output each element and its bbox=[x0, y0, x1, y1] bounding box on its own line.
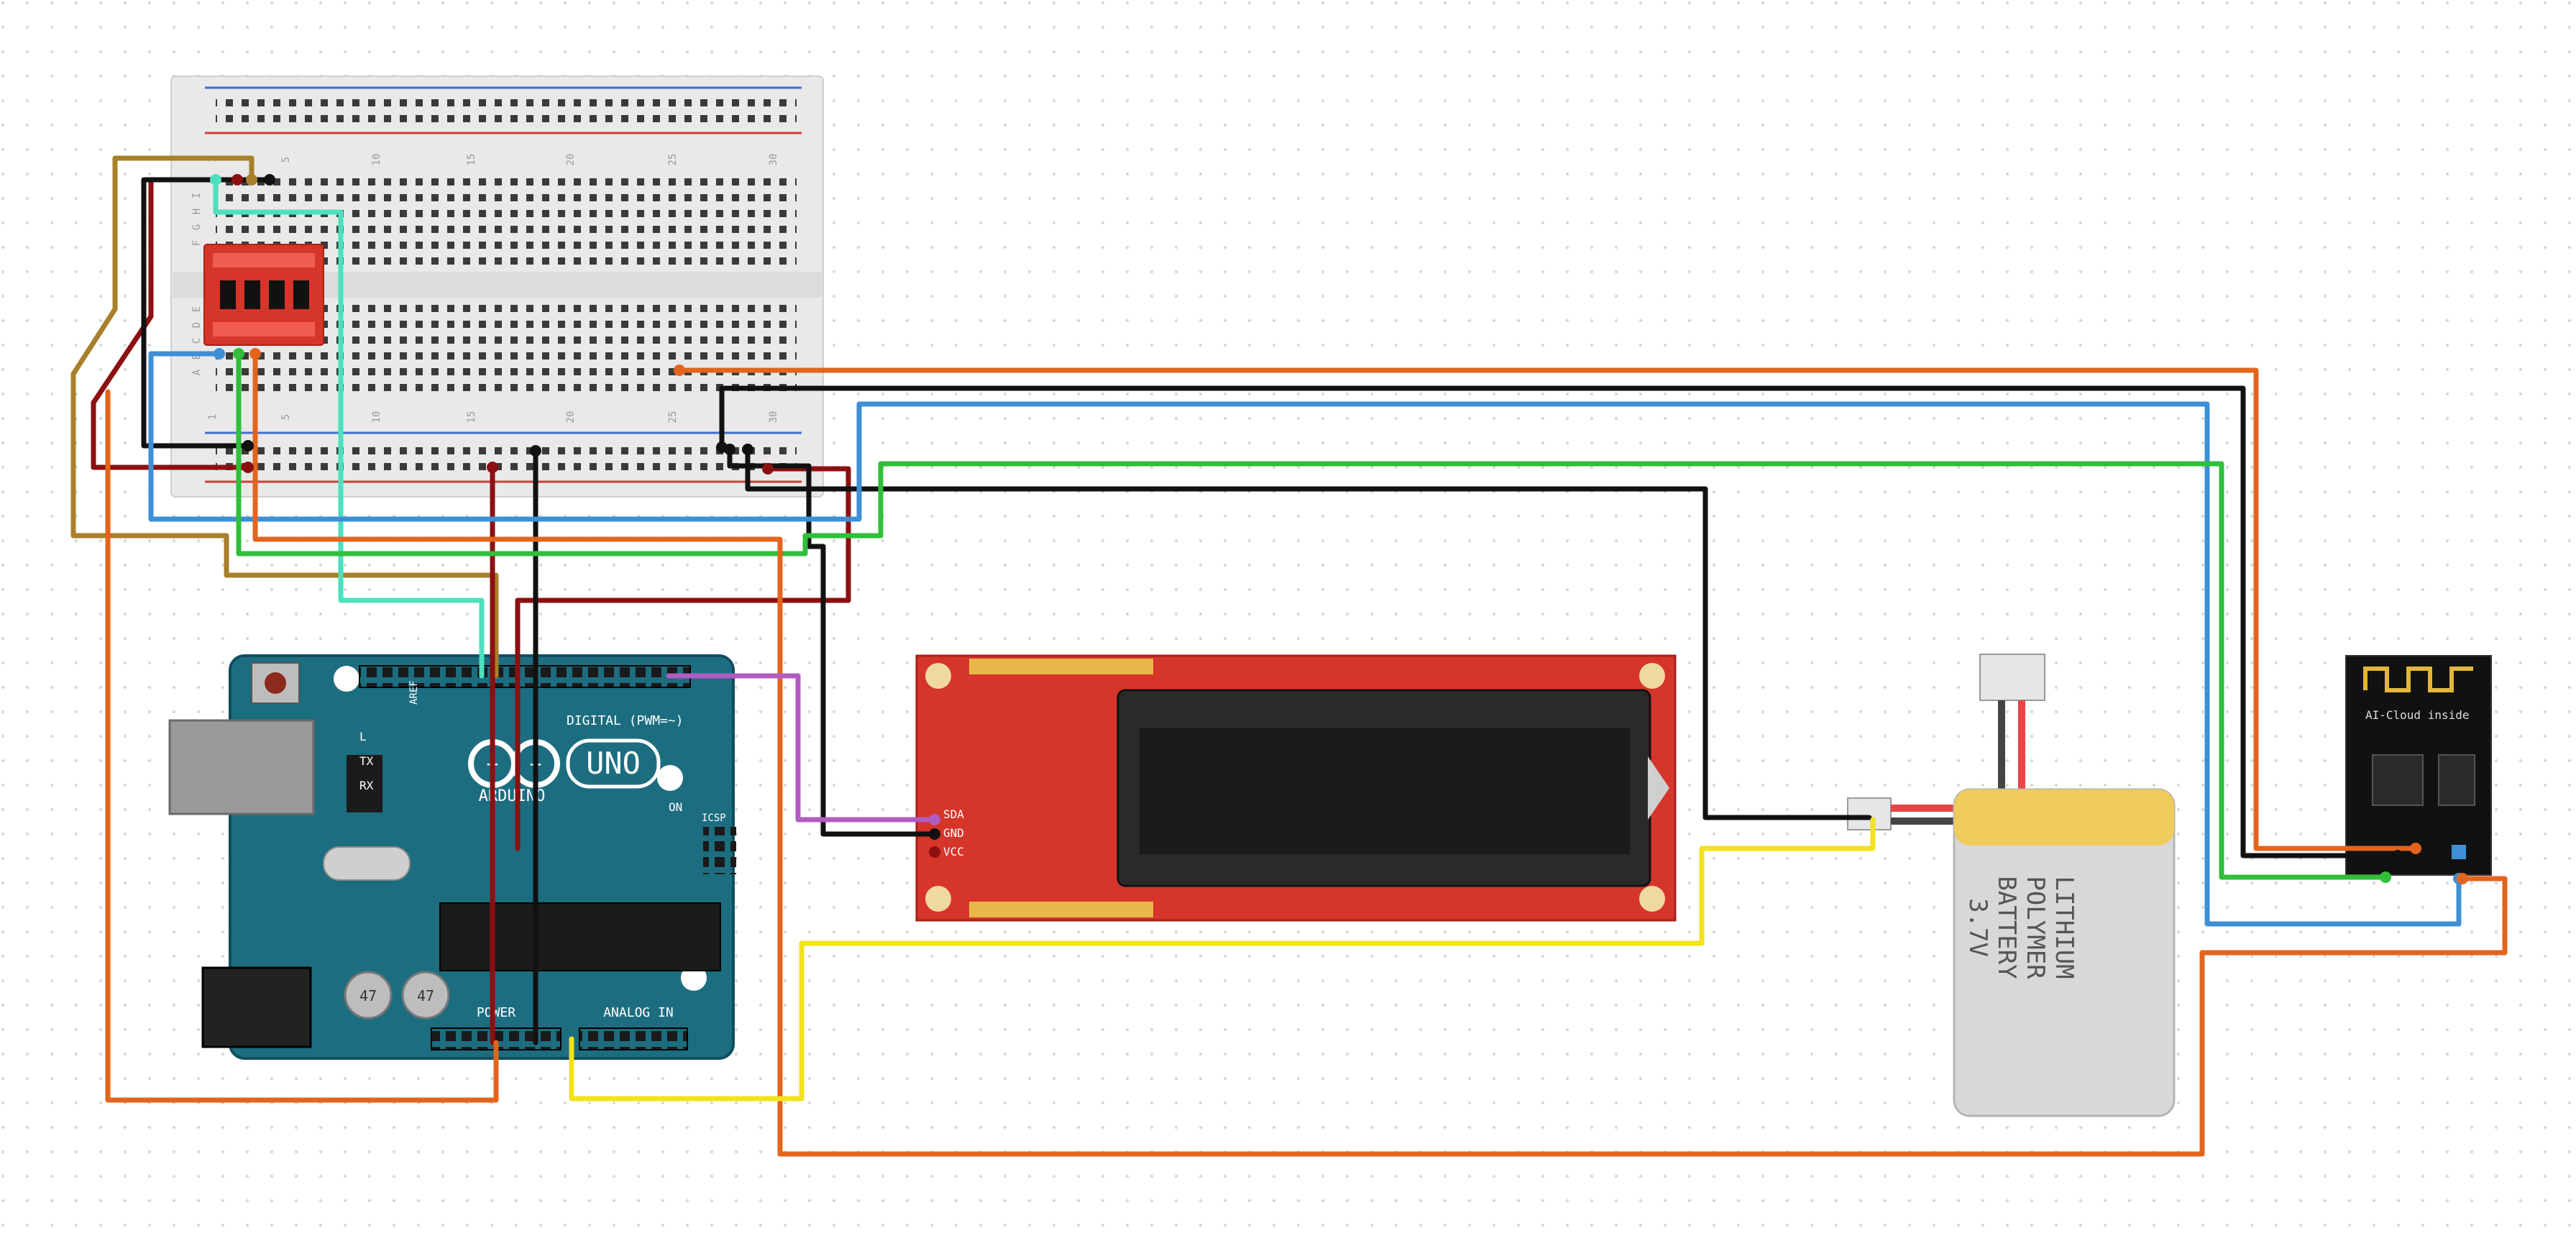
power-label: POWER bbox=[477, 1005, 515, 1020]
capacitor-1 bbox=[344, 971, 393, 1020]
lcd-pin-label-gnd: GND bbox=[943, 826, 964, 840]
wire-dark-red-3 bbox=[515, 466, 851, 851]
aref-label: AREF bbox=[408, 680, 420, 705]
lcd-screen bbox=[1140, 728, 1630, 854]
breadboard-column-number: 30 bbox=[768, 154, 779, 166]
lcd-pin-label-sda: SDA bbox=[943, 807, 964, 821]
on-label: ON bbox=[669, 800, 682, 814]
wire-purple bbox=[666, 673, 938, 823]
analog-label: ANALOG IN bbox=[603, 1005, 674, 1020]
breadboard-column-number: 10 bbox=[371, 411, 382, 423]
wire-black-5 bbox=[745, 447, 1872, 820]
esp-antenna bbox=[2363, 667, 2473, 692]
esp-chip bbox=[2372, 754, 2424, 806]
breadboard-column-number: 30 bbox=[768, 411, 779, 423]
svg-text:LITHIUM: LITHIUM bbox=[2050, 876, 2078, 979]
mount-hole-2 bbox=[657, 765, 683, 791]
wire-blue bbox=[148, 351, 2462, 927]
breadboard-column-number: 15 bbox=[466, 154, 477, 166]
wires bbox=[70, 155, 2508, 1157]
small-chip bbox=[347, 755, 382, 812]
breadboard-column-number: 10 bbox=[371, 154, 382, 166]
lipo-battery: LITHIUM POLYMER BATTERY 3.7V bbox=[1847, 654, 2176, 1117]
l-label: L bbox=[359, 730, 367, 743]
capacitor-1-label: 47 bbox=[359, 987, 377, 1004]
wire-yellow bbox=[569, 817, 1876, 1102]
wire-black-1 bbox=[141, 177, 272, 449]
breadboard-column-number: 25 bbox=[667, 154, 679, 166]
svg-text:3.7V: 3.7V bbox=[1963, 898, 1992, 957]
level-shifter-module bbox=[203, 244, 324, 346]
wire-orange-2 bbox=[105, 389, 499, 1103]
tx-label: TX bbox=[359, 754, 374, 768]
esp-flash bbox=[2438, 754, 2475, 806]
usb-connector bbox=[168, 719, 315, 815]
rail-holes-top-1 bbox=[216, 96, 797, 128]
svg-text:BATTERY: BATTERY bbox=[1992, 876, 2021, 979]
wire-black-4 bbox=[727, 447, 938, 837]
breadboard-column-number: 15 bbox=[466, 411, 477, 423]
wire-orange-1 bbox=[252, 351, 2508, 1157]
esp-01-module: AI-Cloud inside bbox=[2345, 655, 2492, 876]
breadboard-column-number: 5 bbox=[280, 414, 292, 420]
wire-endpoints bbox=[210, 174, 2468, 884]
icsp-label: ICSP bbox=[702, 812, 726, 824]
breadboard-row-letter: A bbox=[191, 369, 203, 375]
capacitor-2-label: 47 bbox=[417, 987, 434, 1004]
digital-label: DIGITAL (PWM=~) bbox=[567, 713, 684, 728]
breadboard-column-number: 20 bbox=[565, 411, 577, 423]
uno-label: UNO bbox=[586, 746, 641, 781]
crystal bbox=[323, 846, 411, 881]
esp-label: AI-Cloud inside bbox=[2365, 708, 2470, 722]
power-jack bbox=[201, 966, 312, 1048]
wire-green bbox=[236, 351, 2388, 880]
lcd-module: SDA GND VCC bbox=[915, 654, 1677, 922]
battery-label: LITHIUM POLYMER BATTERY 3.7V bbox=[1963, 876, 2078, 979]
wire-aqua bbox=[213, 177, 485, 679]
capacitor-2 bbox=[401, 971, 450, 1020]
breadboard-column-number: 25 bbox=[667, 411, 679, 423]
lcd-top-pins bbox=[969, 659, 1153, 674]
breadboard-column-number: 5 bbox=[280, 157, 292, 162]
uno-badge bbox=[566, 738, 661, 789]
lcd-bottom-pins bbox=[969, 902, 1153, 917]
breadboard-row-letter: F bbox=[191, 240, 203, 246]
breadboard-row-letter: E bbox=[191, 306, 203, 312]
rx-label: RX bbox=[359, 779, 374, 792]
breadboard-row-letter: D bbox=[191, 322, 203, 328]
wire-brown bbox=[70, 155, 499, 679]
wire-orange-3 bbox=[677, 367, 2419, 851]
breadboard-row-letter: B bbox=[191, 354, 203, 360]
breadboard-column-number: 1 bbox=[207, 414, 219, 420]
svg-text:POLYMER: POLYMER bbox=[2021, 876, 2050, 979]
battery-top bbox=[1954, 789, 2174, 846]
rail-holes-bottom bbox=[216, 440, 797, 472]
mount-hole-1 bbox=[334, 666, 359, 692]
breadboard-column-number: 20 bbox=[565, 154, 577, 166]
digital-header bbox=[359, 665, 691, 688]
breadboard-row-letter: I bbox=[191, 193, 203, 198]
breadboard-row-letter: H bbox=[191, 209, 203, 214]
lcd-pin-label-vcc: VCC bbox=[943, 845, 964, 858]
breadboard-row-letter: C bbox=[191, 338, 203, 344]
battery-connector bbox=[1979, 654, 2045, 701]
icsp-header bbox=[703, 827, 736, 874]
atmega-chip bbox=[439, 902, 721, 971]
analog-header bbox=[579, 1027, 688, 1050]
arduino-uno: 47 47 − + ARDUINO UNO DIGITAL (PWM=~) AN… bbox=[168, 654, 736, 1060]
wire-black-3 bbox=[719, 385, 2401, 858]
breadboard-row-letter: G bbox=[191, 224, 203, 230]
